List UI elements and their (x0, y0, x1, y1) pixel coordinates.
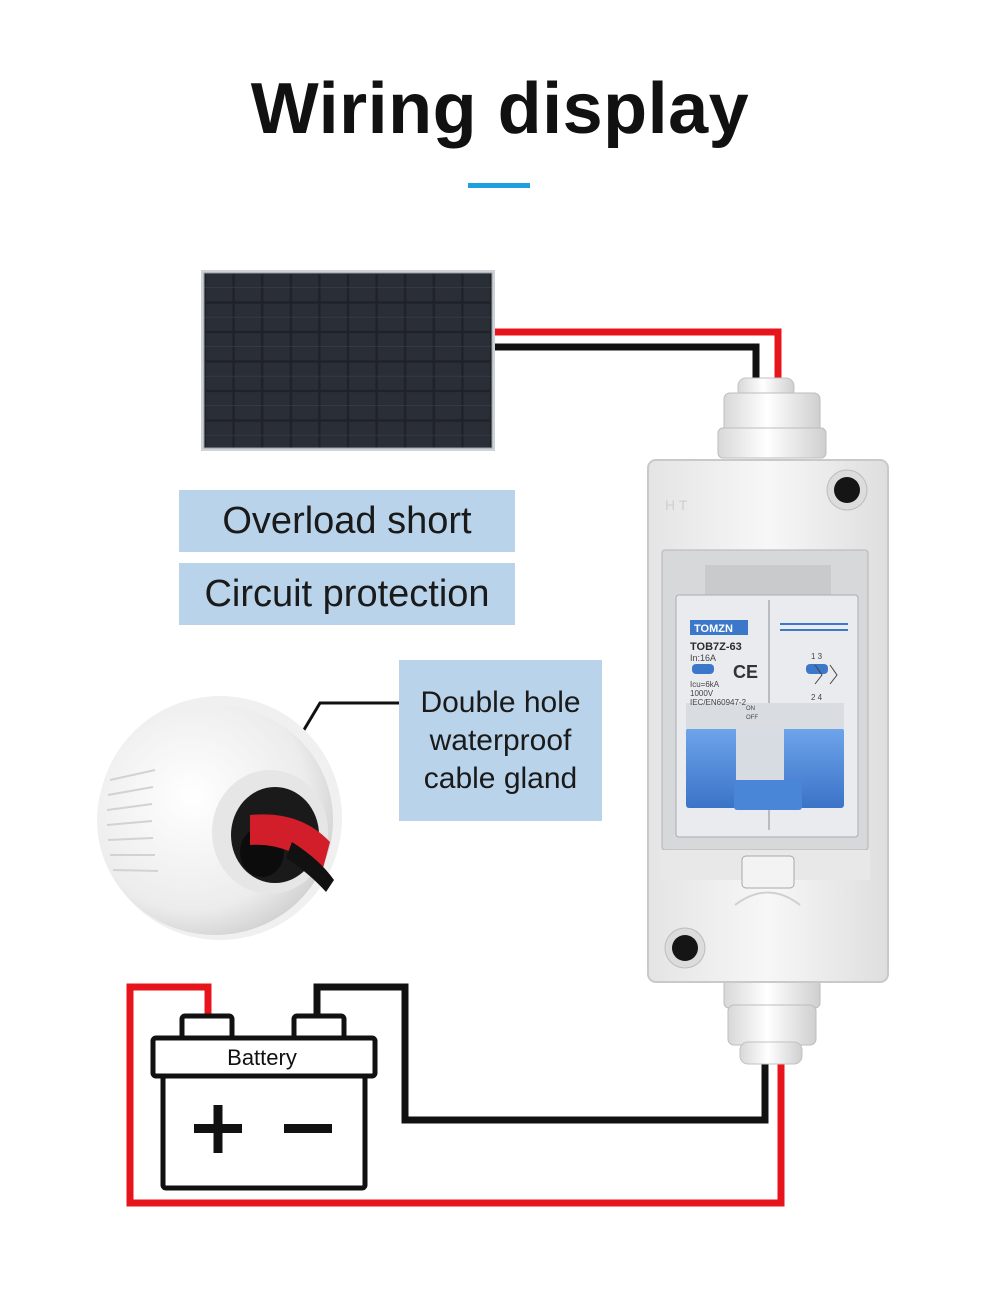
plus-sign-vertical (213, 1105, 223, 1153)
breaker-labels: TOMZN TOB7Z-63 In:16A CE Icu=6kA 1000V I… (690, 620, 848, 721)
breaker-ce-mark: CE (733, 662, 758, 682)
breaker-brand: TOMZN (694, 623, 733, 635)
wire-black-panel (495, 343, 760, 380)
battery-label: Battery (227, 1045, 297, 1070)
cable-gland-label-line-1: Double hole (420, 685, 581, 719)
cable-gland-label-line-3: cable gland (423, 761, 578, 795)
minus-sign (284, 1124, 332, 1133)
svg-text:H T: H T (665, 497, 688, 513)
cable-gland-label: Double hole waterproof cable gland (399, 660, 602, 821)
page-title: Wiring display (250, 69, 750, 149)
breaker-standard: IEC/EN60947-2 (690, 698, 747, 707)
title-underline (468, 183, 530, 188)
wires (126, 328, 785, 1207)
circuit-protection-label: Circuit protection (179, 563, 515, 625)
breaker-rating: In:16A (690, 653, 716, 663)
breaker-voltage: 1000V (690, 689, 714, 698)
breaker-off-label: OFF (746, 715, 758, 721)
cable-gland-label-line-2: waterproof (429, 723, 572, 757)
wire-red-battery (126, 983, 785, 1207)
breaker-on-label: ON (746, 706, 755, 712)
breaker-icu: Icu=6kA (690, 680, 720, 689)
breaker-model: TOB7Z-63 (690, 641, 742, 653)
wire-red-panel (495, 328, 782, 380)
wire-black-battery (313, 983, 769, 1124)
bottom-cable-gland (723, 979, 821, 1065)
breaker-terminals-top: 1 3 (811, 652, 823, 661)
top-cable-gland (717, 377, 827, 459)
solar-panel-image (201, 270, 495, 451)
breaker-terminals-bottom: 2 4 (811, 693, 823, 702)
enclosure-box: H T (647, 459, 889, 983)
battery-icon: Battery + − (150, 1013, 378, 1191)
cable-gland-closeup-image (97, 696, 342, 940)
overload-short-label: Overload short (179, 490, 515, 552)
